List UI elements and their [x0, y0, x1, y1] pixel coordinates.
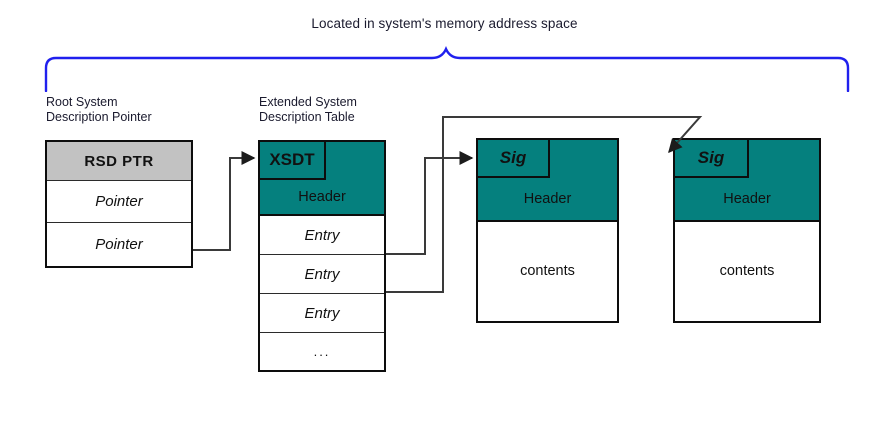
- table1-contents-cell: contents: [478, 222, 617, 320]
- xsdt-table: XSDT Header Entry Entry Entry ...: [258, 140, 386, 372]
- table1-header-cell: Header: [478, 178, 617, 222]
- table2-contents-cell: contents: [675, 222, 819, 320]
- description-table-2: Sig Header contents: [673, 138, 821, 323]
- xsdt-label: Extended System Description Table: [259, 95, 357, 124]
- rsdp-pointer-row-2: Pointer: [95, 235, 143, 253]
- rsdp-table: RSD PTR Pointer Pointer: [45, 140, 193, 268]
- table1-signature-cell: Sig: [478, 140, 550, 178]
- xsdt-entry-row-3: Entry: [260, 294, 384, 333]
- memory-space-brace: [44, 46, 850, 92]
- rsdp-pointer-row-1: Pointer: [47, 181, 191, 223]
- diagram-caption: Located in system's memory address space: [311, 16, 578, 31]
- description-table-1: Sig Header contents: [476, 138, 619, 323]
- rsdp-header-cell: RSD PTR: [47, 142, 191, 181]
- wire-rsdp-to-xsdt: [193, 151, 256, 251]
- rsdp-label: Root System Description Pointer: [46, 95, 152, 124]
- table2-header-cell: Header: [675, 178, 819, 222]
- xsdt-entry-row-1: Entry: [260, 216, 384, 255]
- xsdt-entry-row-ellipsis: ...: [313, 343, 331, 359]
- xsdt-entry-row-2: Entry: [260, 255, 384, 294]
- table1-signature-row: Sig: [478, 140, 617, 178]
- wire-xsdt-entry1-to-table1: [386, 151, 474, 255]
- xsdt-signature-cell: XSDT: [260, 142, 326, 180]
- table2-signature-row: Sig: [675, 140, 819, 178]
- xsdt-signature-row: XSDT: [260, 142, 384, 180]
- table2-signature-cell: Sig: [675, 140, 749, 178]
- xsdt-header-cell: Header: [260, 180, 384, 216]
